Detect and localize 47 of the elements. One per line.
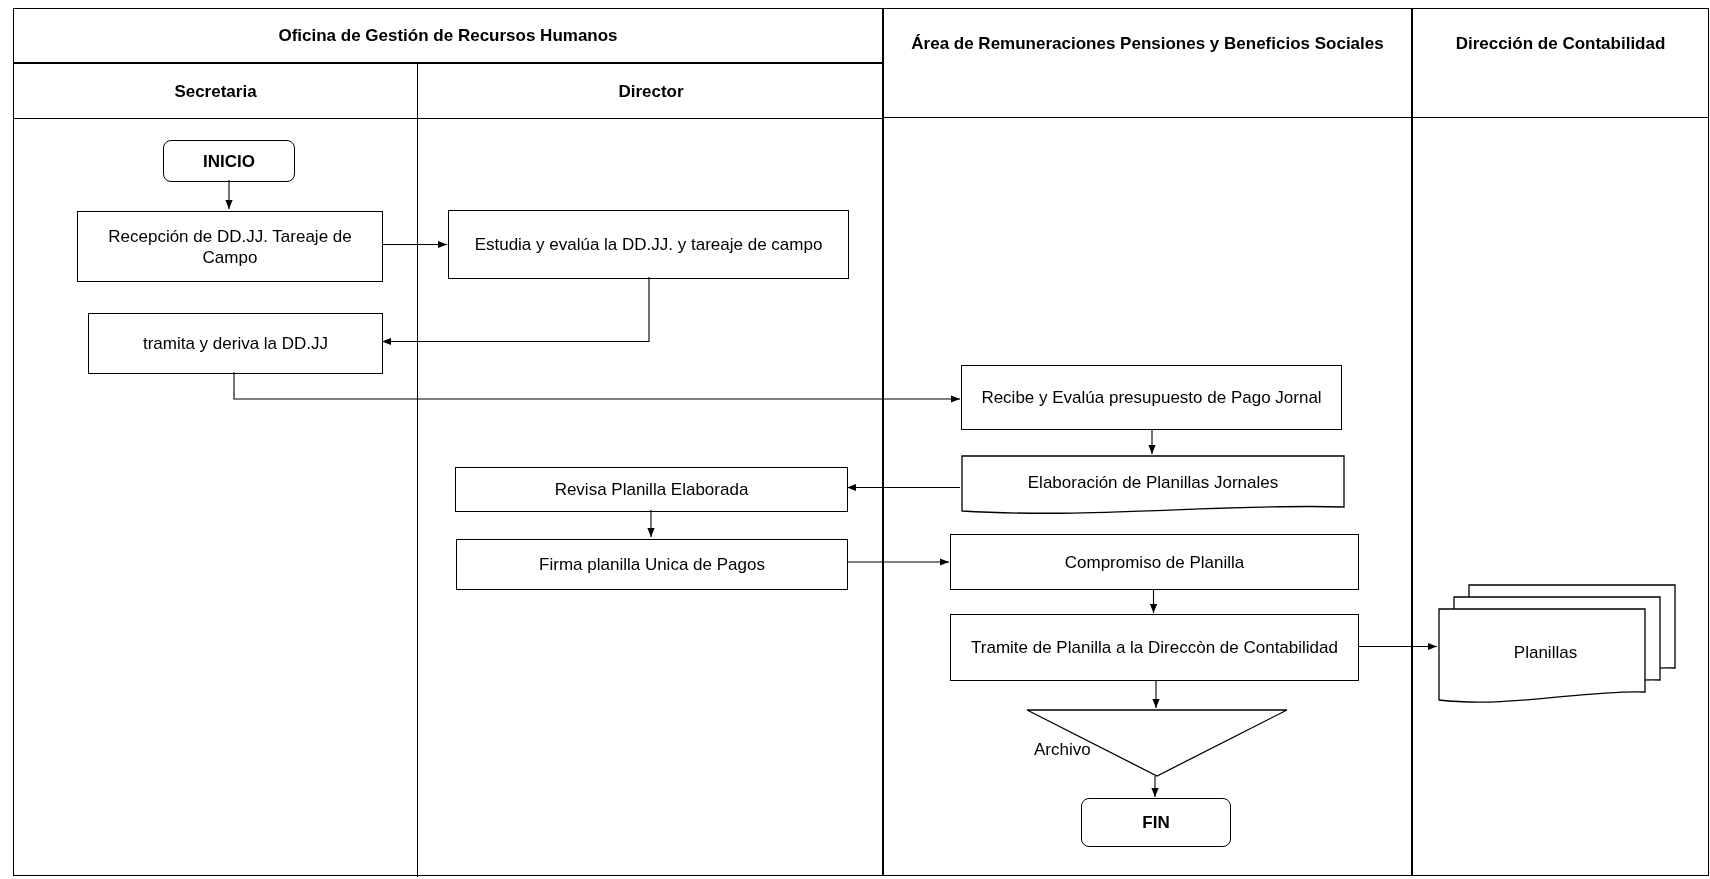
arrow [846, 558, 950, 566]
swimlane [883, 8, 1412, 876]
node-label: FIN [1142, 813, 1170, 832]
arrow [381, 240, 448, 249]
arrow [846, 483, 961, 492]
swimlane [1412, 8, 1709, 876]
process-box [88, 313, 383, 374]
terminator-box [1081, 798, 1231, 847]
terminator-box [163, 140, 295, 182]
merge-triangle [1026, 709, 1288, 777]
swimlane-pool [13, 8, 883, 876]
node-label: Firma planilla Unica de Pagos [539, 555, 765, 574]
arrow [233, 371, 961, 403]
node-label: Director [618, 80, 684, 103]
process-box [950, 614, 1359, 681]
process-box [77, 211, 383, 282]
node-label: Recibe y Evalúa presupuesto de Pago Jornal [981, 388, 1322, 407]
node-label: Archivo [1034, 739, 1091, 759]
swimlane [14, 63, 418, 877]
arrow [1151, 775, 1159, 798]
node-label: Oficina de Gestión de Recursos Humanos [278, 25, 618, 47]
node-label: Estudia y evalúa la DD.JJ. y tareaje de campo [474, 235, 823, 254]
node-label: Recepción de DD.JJ. Tareaje de Campo [108, 226, 352, 267]
process-box [455, 467, 848, 512]
arrow [1149, 588, 1158, 614]
node-label: Secretaria [174, 80, 257, 103]
node-label: INICIO [203, 151, 255, 171]
arrow [1357, 642, 1438, 651]
node-label: Elaboración de Planillas Jornales [1027, 472, 1279, 492]
node-label: Planillas [1513, 642, 1578, 662]
arrow [1148, 428, 1156, 455]
process-box [448, 210, 849, 279]
node-label: Dirección de Contabilidad [1455, 32, 1666, 55]
process-box [950, 534, 1359, 590]
node-label: Compromiso de Planilla [1064, 552, 1245, 572]
multi-document-shape [1438, 584, 1677, 704]
document-shape [961, 455, 1345, 517]
process-box [961, 365, 1342, 430]
node-label: Tramite de Planilla a la Direccòn de Contabilidad [971, 638, 1338, 657]
process-box [456, 539, 848, 590]
arrow [1152, 679, 1160, 709]
node-label: Área de Remuneraciones Pensiones y Beneficios Sociales [911, 32, 1384, 55]
arrow [381, 276, 650, 346]
node-label: tramita y deriva la DD.JJ [142, 334, 329, 353]
node-label: Revisa Planilla Elaborada [554, 480, 749, 499]
arrow [225, 179, 233, 210]
arrow [647, 509, 655, 538]
